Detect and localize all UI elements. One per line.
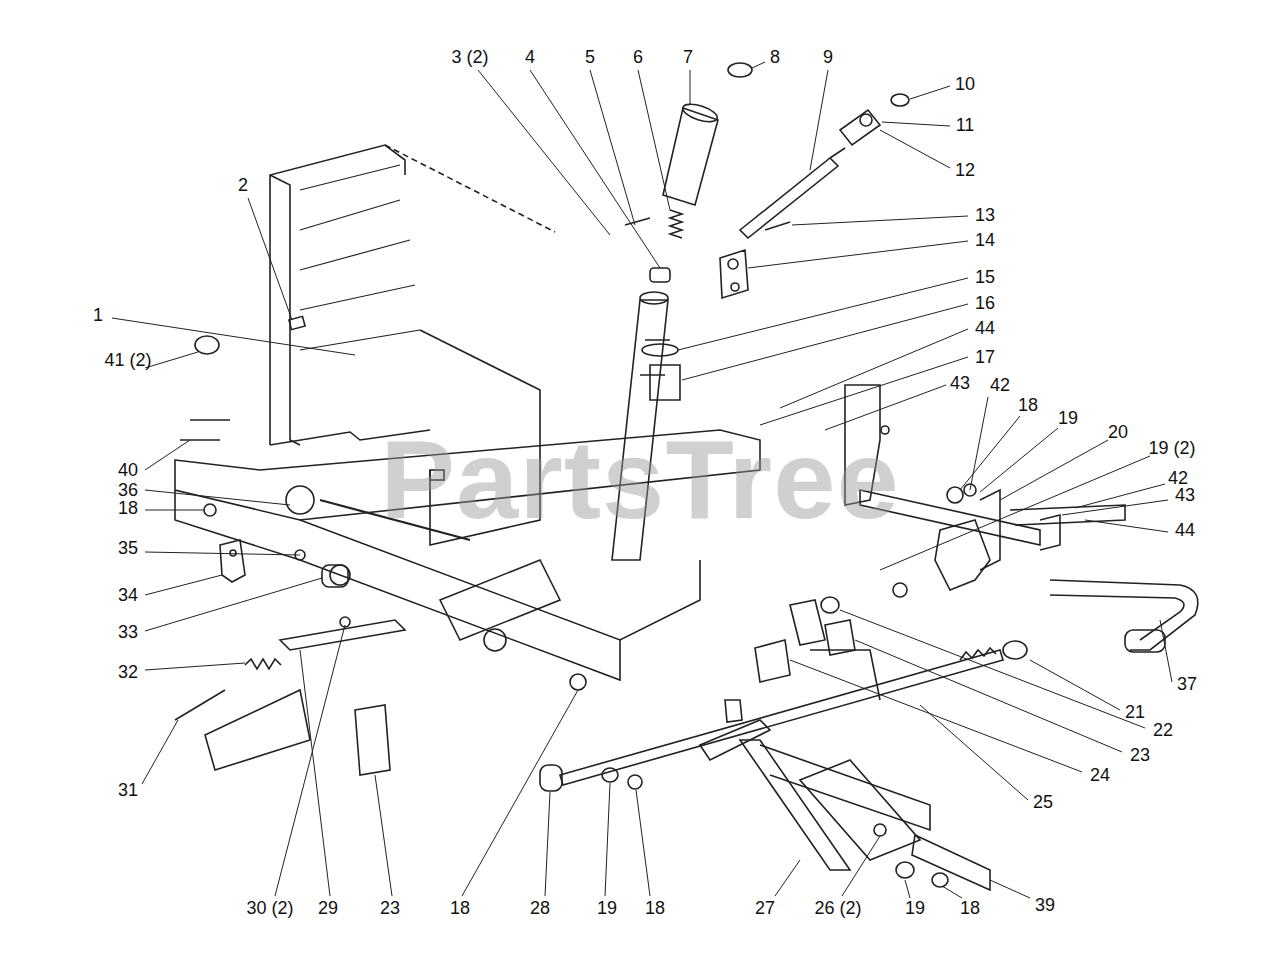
callout-number: 5 xyxy=(585,48,595,66)
callout-number: 44 xyxy=(975,319,995,337)
callout-number: 20 xyxy=(1108,423,1128,441)
callout-number: 19 xyxy=(597,899,617,917)
callout-number: 36 xyxy=(118,481,138,499)
callout-number: 33 xyxy=(118,623,138,641)
callout-number: 18 xyxy=(645,899,665,917)
watermark: PartsTree xyxy=(380,424,900,536)
callout-number: 31 xyxy=(118,781,138,799)
callout-number: 15 xyxy=(975,268,995,286)
callout-number: 13 xyxy=(975,206,995,224)
callout-number: 42 xyxy=(990,376,1010,394)
callout-number: 19 (2) xyxy=(1148,439,1195,457)
callout-number: 1 xyxy=(93,306,103,324)
callout-number: 3 (2) xyxy=(451,48,488,66)
callout-number: 44 xyxy=(1175,521,1195,539)
callout-number: 24 xyxy=(1090,766,1110,784)
callout-number: 37 xyxy=(1177,675,1197,693)
callout-number: 8 xyxy=(770,48,780,66)
callout-number: 42 xyxy=(1168,469,1188,487)
callout-number: 14 xyxy=(975,231,995,249)
callout-number: 18 xyxy=(960,899,980,917)
callout-number: 43 xyxy=(950,374,970,392)
callout-number: 18 xyxy=(118,499,138,517)
callout-number: 28 xyxy=(530,899,550,917)
callout-number: 22 xyxy=(1153,721,1173,739)
callout-number: 43 xyxy=(1175,486,1195,504)
callout-number: 35 xyxy=(118,539,138,557)
callout-number: 27 xyxy=(755,899,775,917)
callout-number: 40 xyxy=(118,461,138,479)
callout-number: 41 (2) xyxy=(104,351,151,369)
callout-number: 11 xyxy=(956,116,975,134)
callout-number: 12 xyxy=(955,161,975,179)
callout-number: 19 xyxy=(905,899,925,917)
callout-number: 7 xyxy=(683,48,693,66)
callout-number: 29 xyxy=(318,899,338,917)
callout-number: 39 xyxy=(1035,896,1055,914)
callout-number: 21 xyxy=(1125,703,1145,721)
callout-number: 10 xyxy=(955,75,975,93)
callout-number: 32 xyxy=(118,663,138,681)
callout-number: 19 xyxy=(1058,409,1078,427)
callout-number: 23 xyxy=(380,899,400,917)
callout-number: 18 xyxy=(450,899,470,917)
callout-number: 16 xyxy=(975,294,995,312)
callout-number: 18 xyxy=(1018,396,1038,414)
callout-number: 26 (2) xyxy=(814,899,861,917)
callout-number: 30 (2) xyxy=(246,899,293,917)
callout-number: 25 xyxy=(1033,793,1053,811)
callout-number: 6 xyxy=(633,48,643,66)
callout-number: 23 xyxy=(1130,746,1150,764)
callout-number: 17 xyxy=(975,348,995,366)
callout-number: 9 xyxy=(823,48,833,66)
callout-number: 34 xyxy=(118,586,138,604)
callout-number: 2 xyxy=(238,176,248,194)
callout-number: 4 xyxy=(525,48,535,66)
